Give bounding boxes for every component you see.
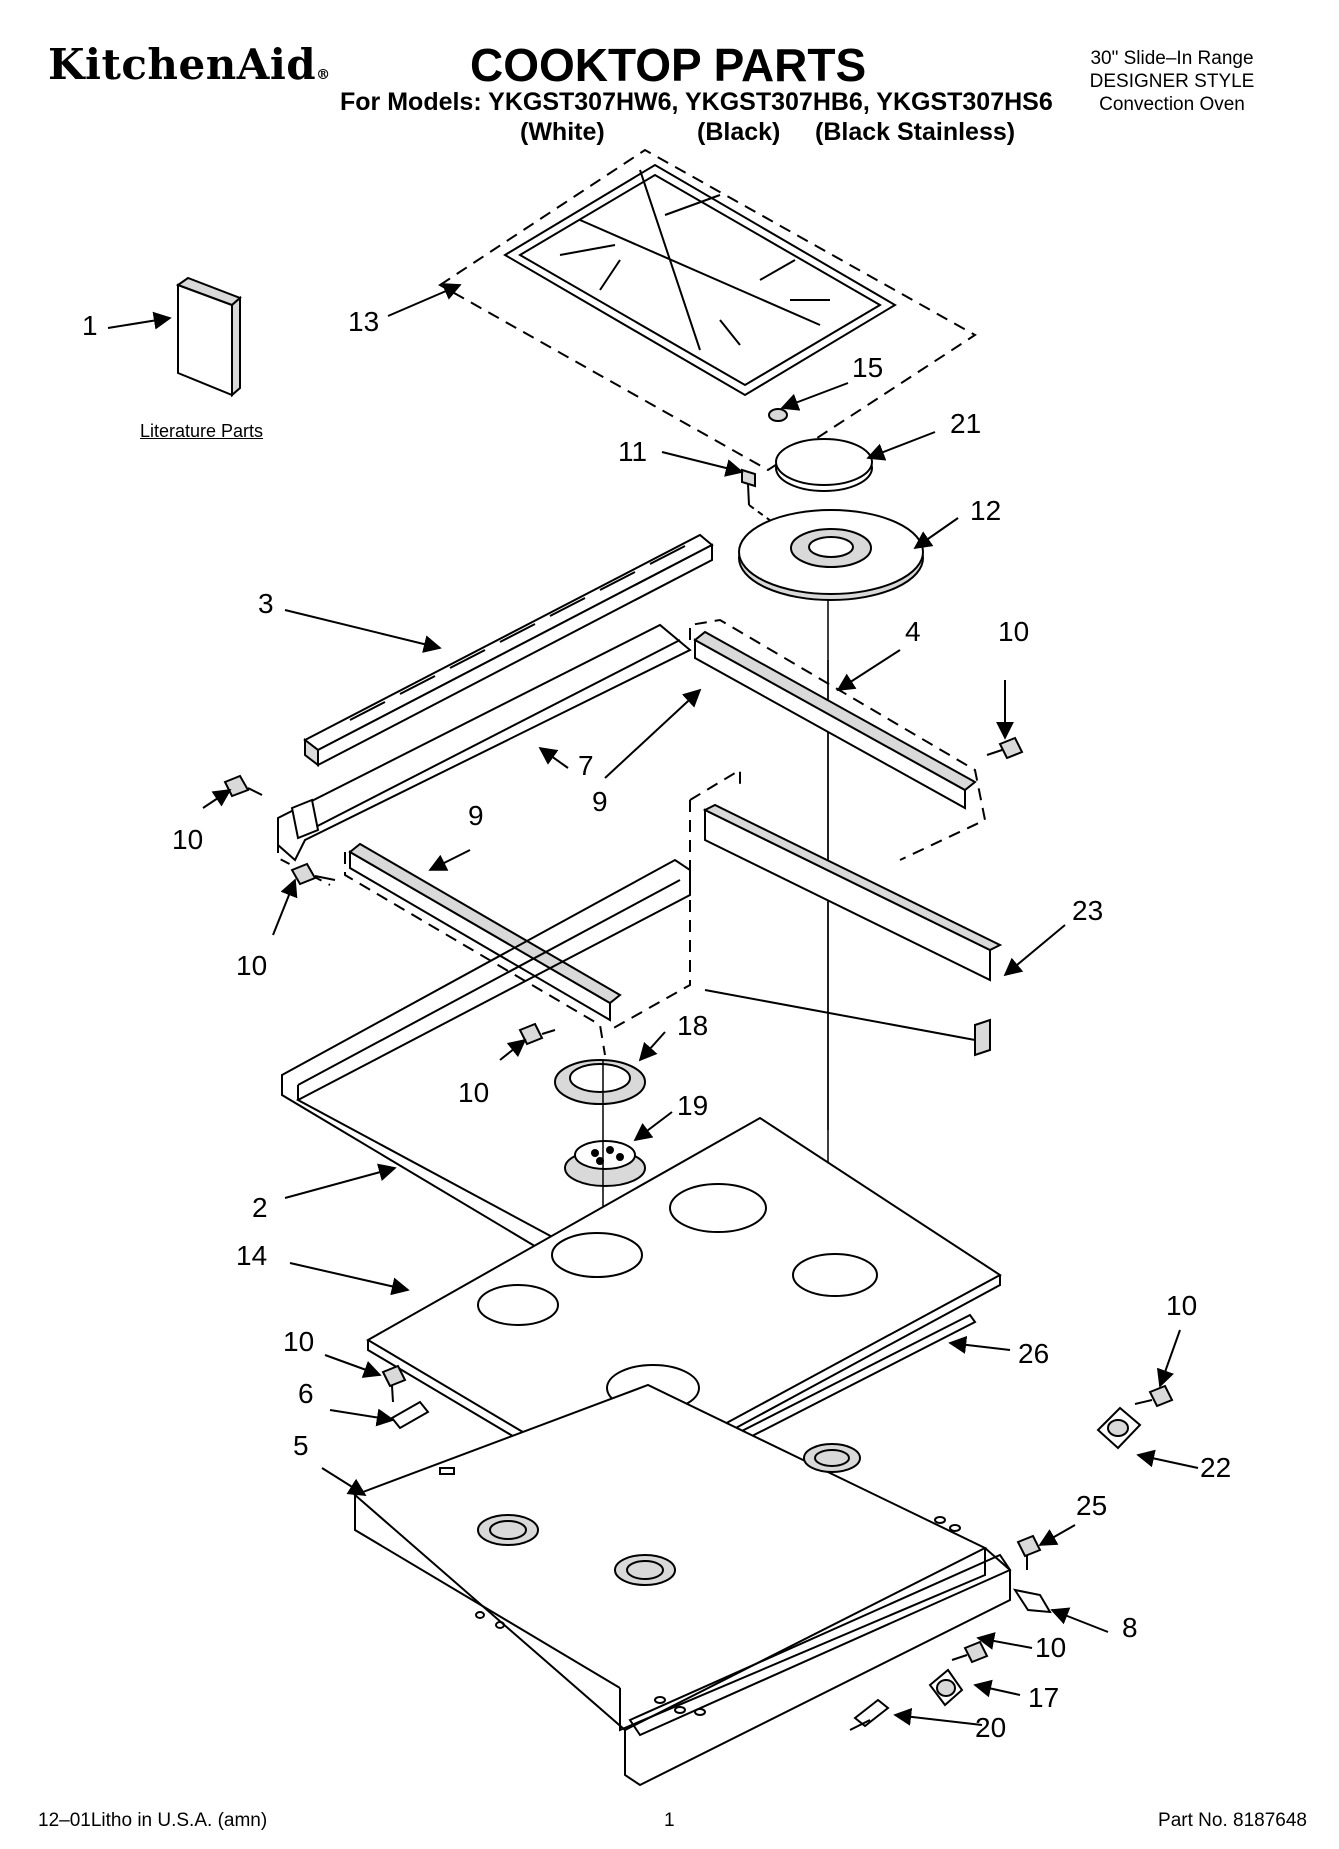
- page-title: COOKTOP PARTS: [470, 39, 867, 91]
- page-number: 1: [664, 1810, 675, 1831]
- callout-1: 1: [82, 310, 98, 341]
- callout-19: 19: [677, 1090, 709, 1121]
- literature-booklet: [175, 276, 242, 398]
- limit-switch: [928, 1668, 964, 1707]
- glass-cooktop: [366, 1116, 1002, 1497]
- front-trim-strip: [702, 803, 1003, 1057]
- main-cooktop-pan: [353, 1383, 1012, 1787]
- angle-support: [689, 618, 987, 861]
- variant-white: (White): [520, 118, 605, 146]
- bracket: [1012, 1588, 1052, 1614]
- grate-foot: [768, 408, 788, 422]
- screw-25: [1016, 1534, 1042, 1570]
- callout-22: 22: [1200, 1452, 1232, 1483]
- range-size: 30" Slide–In Range: [1090, 48, 1254, 69]
- callout-6: 6: [298, 1378, 314, 1409]
- callout-8: 8: [1122, 1612, 1138, 1643]
- range-style: DESIGNER STYLE: [1089, 71, 1255, 92]
- range-oven-type: Convection Oven: [1099, 94, 1245, 115]
- callout-26: 26: [1018, 1338, 1050, 1369]
- callout-7: 7: [578, 750, 594, 781]
- callout-15: 15: [852, 352, 884, 383]
- callout-11: 11: [618, 436, 648, 467]
- callout-14: 14: [236, 1240, 268, 1271]
- callout-12: 12: [970, 495, 1002, 526]
- rear-channel: [277, 623, 692, 886]
- burner-base: [738, 509, 924, 601]
- callout-13: 13: [348, 306, 380, 337]
- burner-head: [564, 1140, 646, 1187]
- callout-10-right-top: 10: [998, 616, 1030, 647]
- burner-cap: [775, 438, 873, 492]
- literature-parts-label: Literature Parts: [140, 421, 264, 441]
- callout-10-left-lower: 10: [236, 950, 268, 981]
- callout-10-bottom-right: 10: [1035, 1632, 1067, 1663]
- callout-20: 20: [975, 1712, 1007, 1743]
- callout-25: 25: [1076, 1490, 1108, 1521]
- callout-18: 18: [677, 1010, 709, 1041]
- brand-logo: KitchenAid®: [48, 40, 331, 89]
- callout-5: 5: [293, 1430, 309, 1461]
- callout-17: 17: [1028, 1682, 1060, 1713]
- burner-grate: [438, 148, 977, 472]
- callout-9-upper: 9: [592, 786, 608, 817]
- callout-21: 21: [950, 408, 982, 439]
- callout-10-front-left: 10: [283, 1326, 315, 1357]
- callout-10-center: 10: [458, 1077, 490, 1108]
- callout-9-lower: 9: [468, 800, 484, 831]
- callout-4: 4: [905, 616, 921, 647]
- brand-registered-mark: ®: [316, 67, 331, 83]
- models-line: For Models: YKGST307HW6, YKGST307HB6, YK…: [340, 88, 1053, 116]
- callout-10-left-upper: 10: [172, 824, 204, 855]
- callout-23: 23: [1072, 895, 1104, 926]
- variant-black: (Black): [697, 118, 781, 146]
- part-number: Part No. 8187648: [1158, 1810, 1307, 1831]
- spark-switch: [1096, 1406, 1142, 1450]
- callout-3: 3: [258, 588, 274, 619]
- brand-name: KitchenAid: [48, 40, 317, 89]
- wire-clip: [849, 1698, 890, 1731]
- litho-note: 12–01Litho in U.S.A. (amn): [38, 1810, 268, 1831]
- callout-10-right-switch: 10: [1166, 1290, 1198, 1321]
- front-angle-support: [344, 842, 622, 1056]
- vent-trim: [303, 533, 714, 768]
- burner-ring: [554, 1059, 646, 1105]
- callout-2: 2: [252, 1192, 268, 1223]
- clip: [390, 1400, 430, 1430]
- variant-black-stainless: (Black Stainless): [815, 118, 1016, 146]
